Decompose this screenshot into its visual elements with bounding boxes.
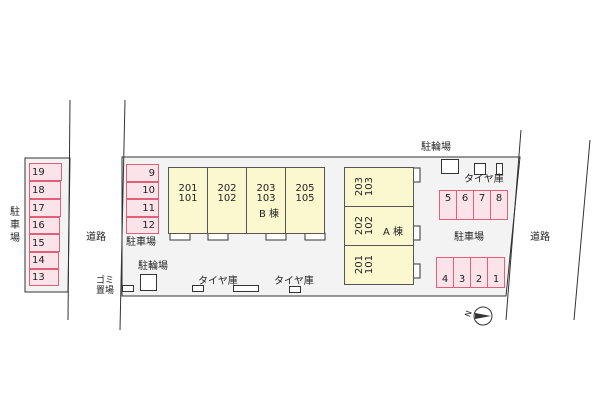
unit-number: 101 bbox=[178, 193, 198, 204]
left-lot-label: 駐車場 bbox=[10, 207, 20, 244]
tire-storage bbox=[192, 285, 204, 292]
road-edge bbox=[119, 99, 126, 331]
parking-space[interactable]: 19 bbox=[29, 163, 62, 181]
unit-number: 103 bbox=[364, 177, 375, 197]
building-b-label: B 棟 bbox=[259, 209, 280, 220]
road-edge bbox=[573, 139, 591, 321]
tire-storage bbox=[474, 163, 486, 175]
unit-number: 202 bbox=[217, 183, 237, 194]
unit-number: 203 bbox=[256, 183, 276, 194]
unit-number: 102 bbox=[217, 193, 237, 204]
parking-space[interactable]: 18 bbox=[29, 181, 61, 199]
unit-number: 105 bbox=[295, 193, 315, 204]
bike-parking-label: 駐輪場 bbox=[421, 142, 451, 153]
unit-number: 101 bbox=[364, 255, 375, 275]
unit-number: 102 bbox=[364, 216, 375, 236]
unit-number: 205 bbox=[295, 183, 315, 194]
parking-space[interactable]: 12 bbox=[126, 217, 159, 234]
parking-space[interactable]: 14 bbox=[29, 252, 59, 269]
parking-space[interactable]: 16 bbox=[29, 217, 60, 234]
tire-storage-label: タイヤ庫 bbox=[198, 276, 238, 287]
parking-space[interactable]: 1 bbox=[487, 257, 505, 288]
unit-number: 201 bbox=[178, 183, 198, 194]
tire-storage bbox=[496, 163, 503, 175]
bike-parking bbox=[140, 274, 157, 291]
compass bbox=[473, 306, 493, 326]
right-lot-label: 駐車場 bbox=[454, 232, 484, 243]
parking-space[interactable]: 15 bbox=[29, 234, 60, 252]
small-lot-label: 駐車場 bbox=[126, 237, 156, 248]
road-edge bbox=[67, 99, 71, 321]
building-a-label: A 棟 bbox=[383, 227, 404, 238]
road-edge bbox=[505, 129, 522, 321]
parking-space[interactable]: 7 bbox=[473, 190, 491, 220]
parking-space[interactable]: 5 bbox=[439, 190, 457, 220]
parking-space[interactable]: 4 bbox=[436, 257, 454, 288]
parking-space[interactable]: 6 bbox=[456, 190, 474, 220]
parking-space[interactable]: 8 bbox=[490, 190, 508, 220]
garbage-area bbox=[122, 285, 134, 292]
road-label-left: 道路 bbox=[86, 232, 106, 243]
bike-parking bbox=[441, 159, 459, 174]
unit-number: 103 bbox=[256, 193, 276, 204]
tire-storage-label: タイヤ庫 bbox=[464, 174, 504, 185]
tire-storage bbox=[289, 286, 301, 293]
tire-storage bbox=[233, 285, 259, 292]
parking-space[interactable]: 2 bbox=[470, 257, 488, 288]
garbage-label: ゴミ 置場 bbox=[96, 276, 115, 296]
parking-space[interactable]: 9 bbox=[126, 164, 159, 182]
parking-space[interactable]: 17 bbox=[29, 199, 61, 217]
road-label-right: 道路 bbox=[530, 232, 550, 243]
bike-parking-label: 駐輪場 bbox=[138, 261, 168, 272]
parking-space[interactable]: 11 bbox=[126, 199, 159, 217]
parking-space[interactable]: 3 bbox=[453, 257, 471, 288]
parking-space[interactable]: 10 bbox=[126, 182, 159, 199]
tire-storage-label: タイヤ庫 bbox=[274, 276, 314, 287]
parking-space[interactable]: 13 bbox=[29, 269, 59, 286]
